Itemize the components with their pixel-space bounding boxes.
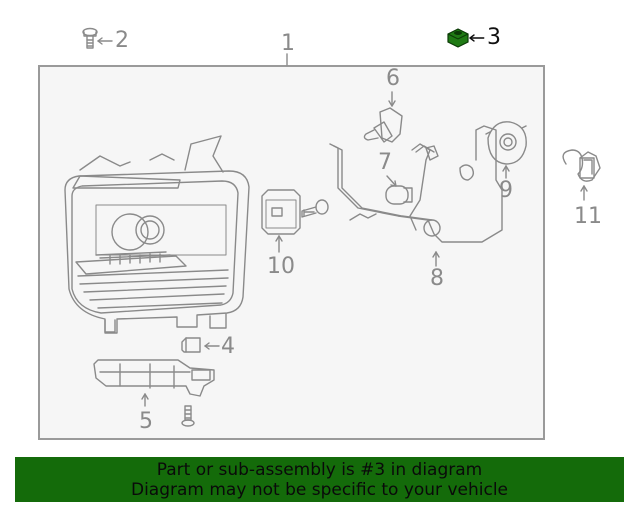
clip-icon [562,149,601,182]
headlamp-icon [64,135,250,334]
banner-line-2: Diagram may not be specific to your vehi… [130,480,508,500]
cap-icon [181,337,201,353]
callout-4[interactable]: 4 [221,334,235,359]
callout-9[interactable]: 9 [499,178,513,203]
headlamp-bulb-icon [363,107,403,143]
bulb-cover-icon [485,121,527,165]
control-module-icon [261,189,329,235]
bolt-icon [82,27,98,49]
callout-1[interactable]: 1 [281,31,295,56]
callout-10[interactable]: 10 [267,254,295,279]
callout-8[interactable]: 8 [430,266,444,291]
callout-2[interactable]: 2 [115,28,129,53]
nut-icon [447,28,469,48]
bulb-icon [385,185,413,205]
screw-icon [181,405,195,427]
callout-7[interactable]: 7 [378,150,392,175]
bracket-icon [93,359,215,397]
callout-6[interactable]: 6 [386,66,400,91]
wiring-harness-icon [329,125,503,243]
part-notice-banner: Part or sub-assembly is #3 in diagram Di… [15,457,624,502]
banner-line-1: Part or sub-assembly is #3 in diagram [156,460,483,480]
callout-3[interactable]: 3 [487,25,501,50]
assembly-frame [38,65,545,440]
callout-11[interactable]: 11 [574,204,602,229]
callout-5[interactable]: 5 [139,409,153,434]
